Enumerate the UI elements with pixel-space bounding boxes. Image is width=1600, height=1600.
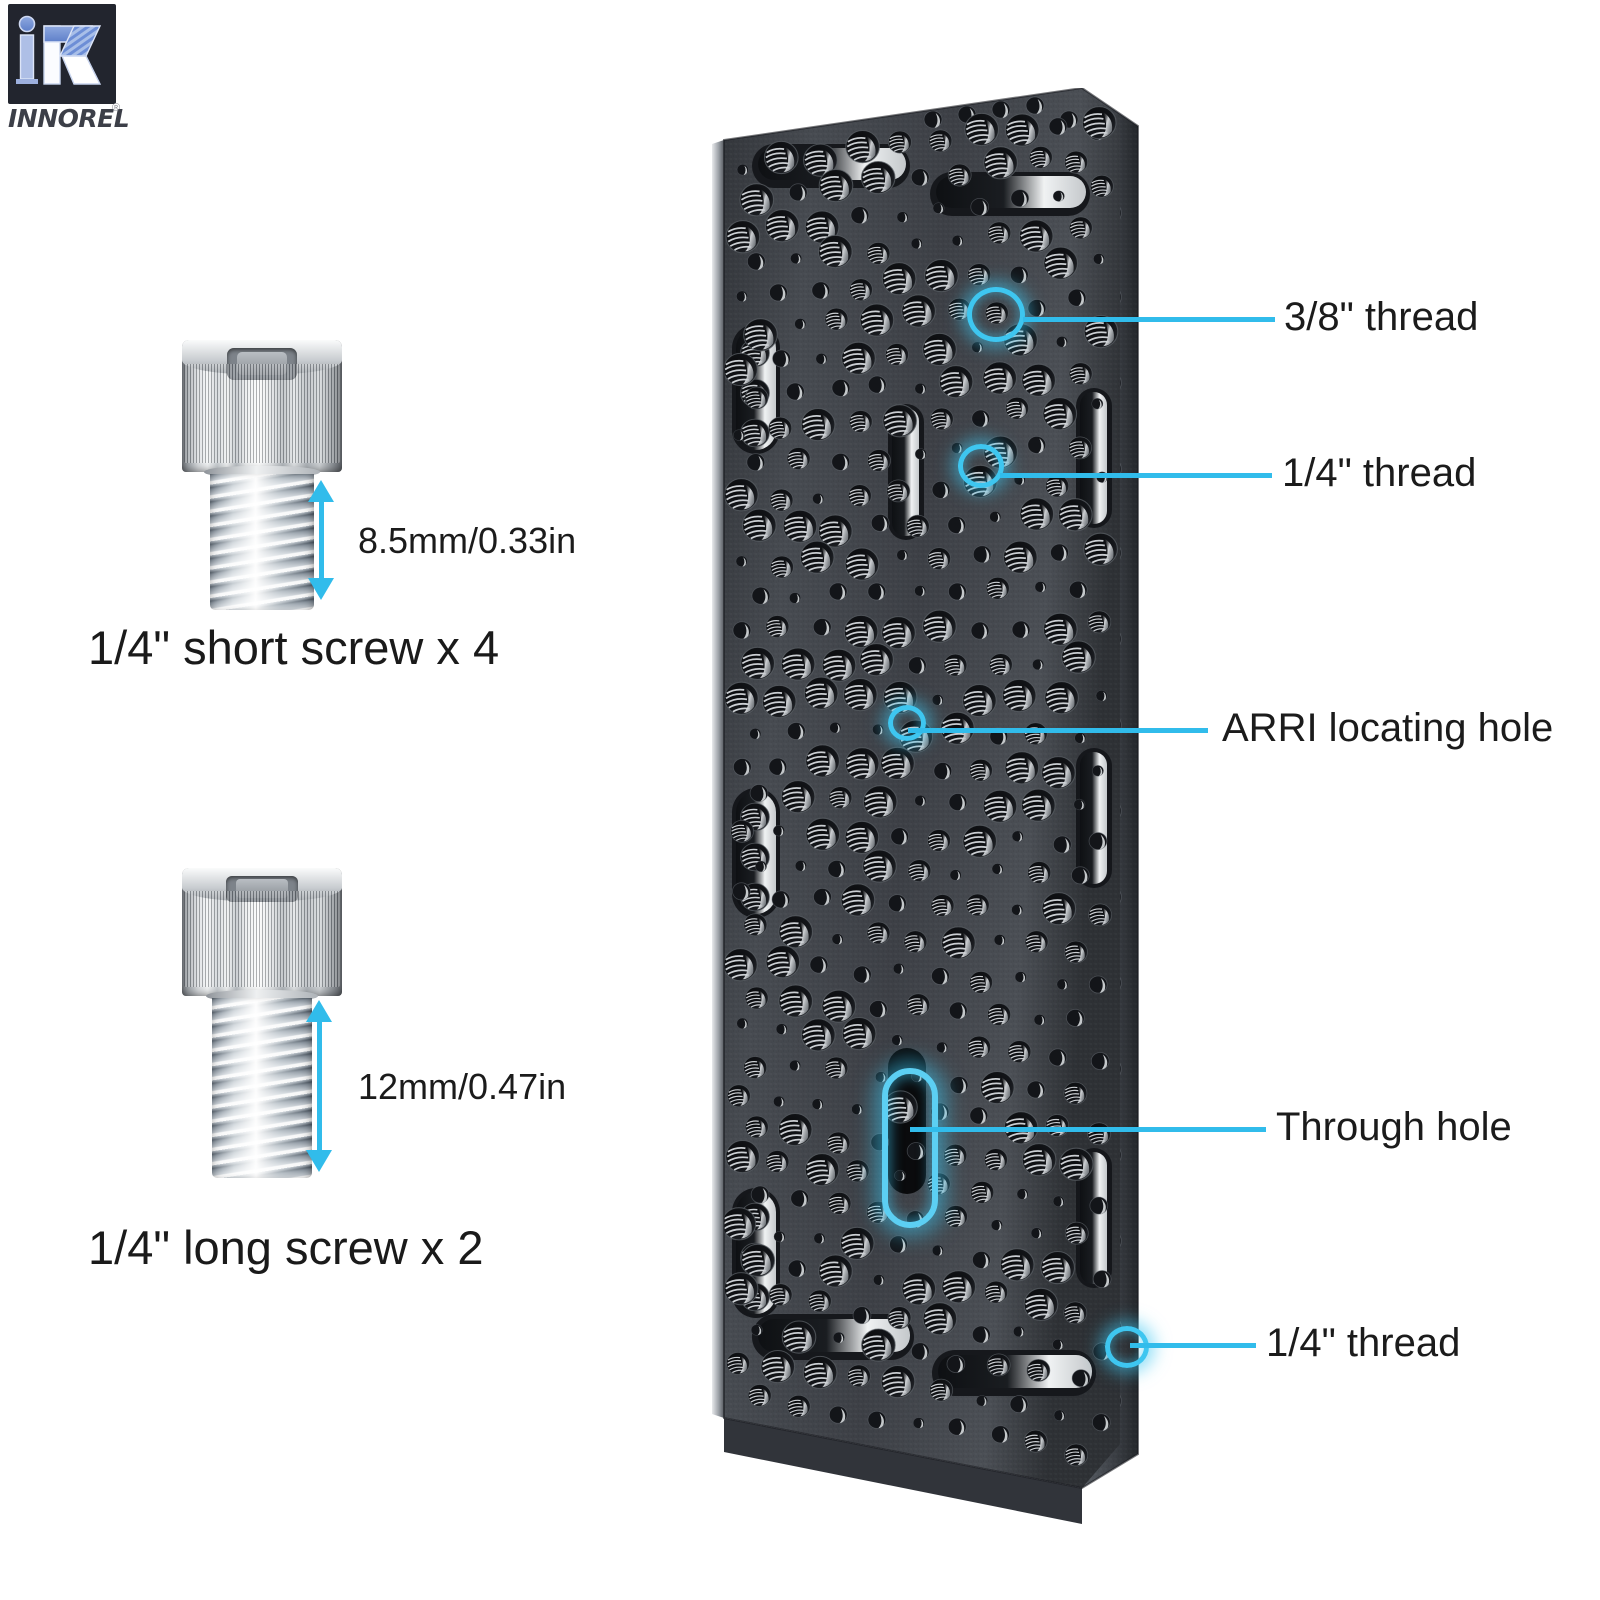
long-screw-caption: 1/4" long screw x 2 [88,1221,484,1274]
callout-label-14-thread-bottom: 1/4" thread [1266,1321,1461,1365]
short-screw-dimension-label: 8.5mm/0.33in [358,520,577,561]
cheese-plate-graphic [712,88,1139,1524]
callout-line-14-thread-bottom [1130,1343,1256,1348]
callout-label-14-thread-top: 1/4" thread [1282,451,1477,495]
highlight-arri-hole-icon [888,705,926,741]
callout-label-through-hole: Through hole [1276,1105,1512,1149]
brand-logo: INNOREL ® [8,4,130,134]
callout-line-through-hole [910,1127,1266,1132]
highlight-through-hole-icon [882,1068,938,1228]
logo-ir-monogram-icon [16,15,102,85]
callout-label-arri-hole: ARRI locating hole [1222,706,1554,750]
callout-line-14-thread-top [1000,473,1272,478]
short-screw-dimension-arrow [308,480,334,600]
highlight-38-thread-icon [967,287,1025,342]
short-screw-image [182,340,342,610]
cheese-plate-image [690,88,1160,1556]
callout-label-38-thread: 3/8" thread [1284,295,1479,339]
callout-line-38-thread [1023,317,1275,322]
brand-wordmark: INNOREL [8,104,130,133]
logo-mark-icon [8,4,116,104]
highlight-14-thread-top-icon [958,444,1004,488]
long-screw-dimension-arrow [306,1000,332,1172]
short-screw-caption: 1/4" short screw x 4 [88,621,500,674]
callout-line-arri-hole [908,728,1208,733]
long-screw-image [182,868,342,1178]
long-screw-dimension-label: 12mm/0.47in [358,1066,567,1107]
registered-trademark-icon: ® [112,102,121,114]
